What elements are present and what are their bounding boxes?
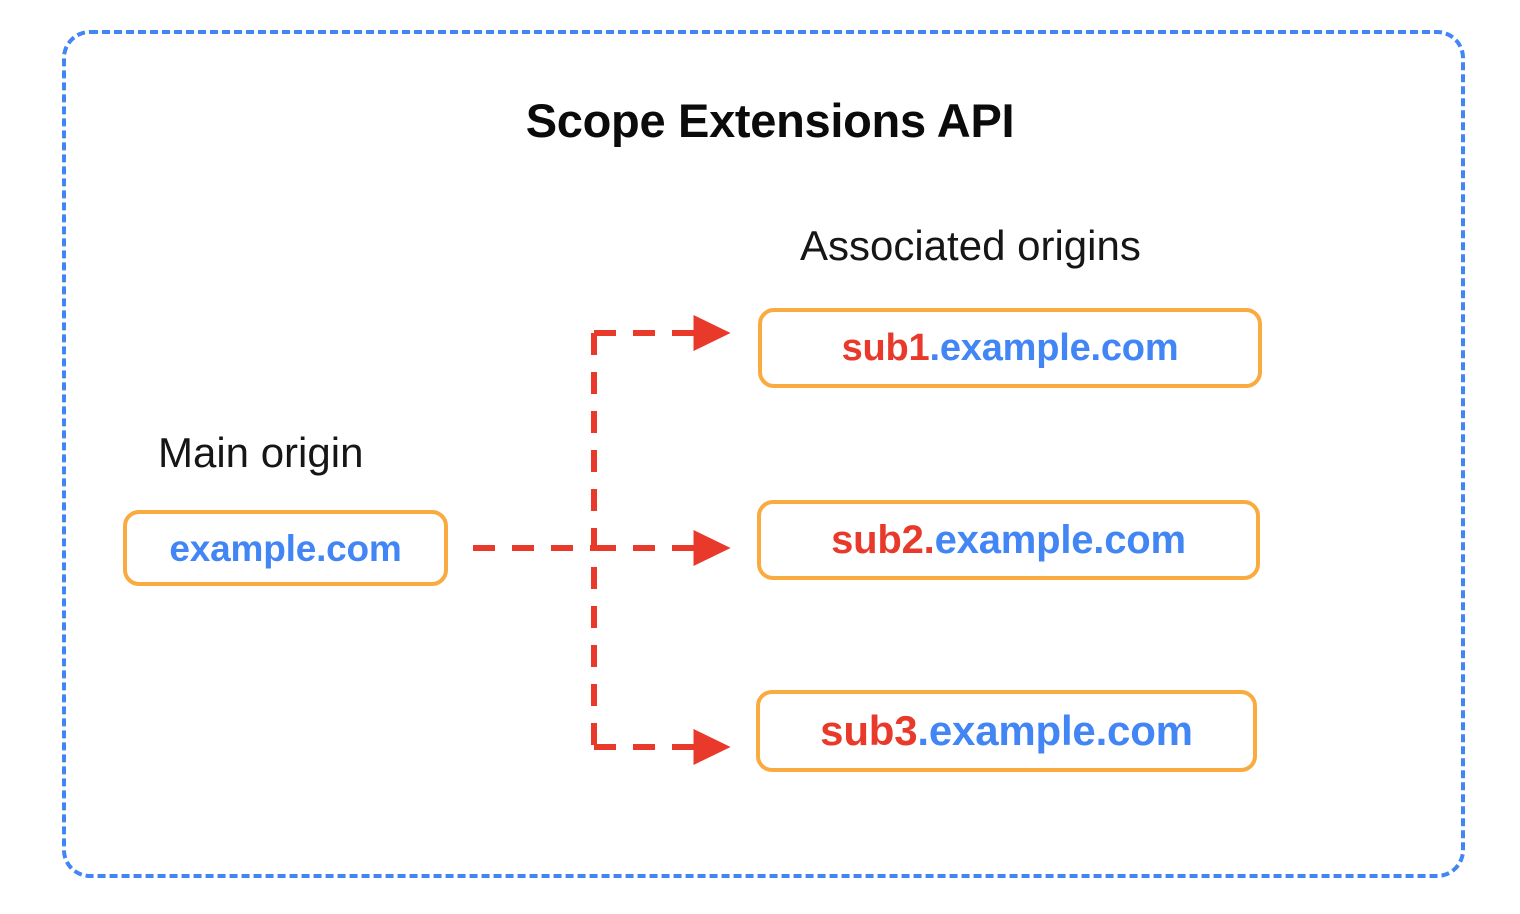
origin-domain-label: example.com bbox=[169, 527, 402, 569]
scope-extensions-frame bbox=[62, 30, 1465, 878]
origin-chip-sub2-text: sub2.example.com bbox=[831, 520, 1186, 560]
origin-chip-sub1[interactable]: sub1.example.com bbox=[758, 308, 1262, 388]
origin-domain-label: .example.com bbox=[917, 707, 1193, 754]
origin-sub-label: sub3 bbox=[820, 707, 918, 754]
origin-chip-sub2[interactable]: sub2.example.com bbox=[757, 500, 1260, 580]
origin-chip-sub1-text: sub1.example.com bbox=[842, 329, 1179, 367]
associated-origins-label: Associated origins bbox=[800, 222, 1141, 269]
origin-chip-main[interactable]: example.com bbox=[123, 510, 448, 586]
origin-domain-label: .example.com bbox=[929, 327, 1179, 369]
page-title: Scope Extensions API bbox=[525, 94, 1015, 147]
origin-domain-label: example.com bbox=[934, 518, 1186, 562]
main-origin-label: Main origin bbox=[158, 429, 364, 476]
origin-sub-label: sub2. bbox=[831, 518, 935, 562]
origin-chip-sub3[interactable]: sub3.example.com bbox=[756, 690, 1257, 772]
origin-sub-label: sub1 bbox=[841, 327, 930, 369]
origin-chip-main-text: example.com bbox=[169, 530, 401, 567]
origin-chip-sub3-text: sub3.example.com bbox=[820, 710, 1193, 752]
